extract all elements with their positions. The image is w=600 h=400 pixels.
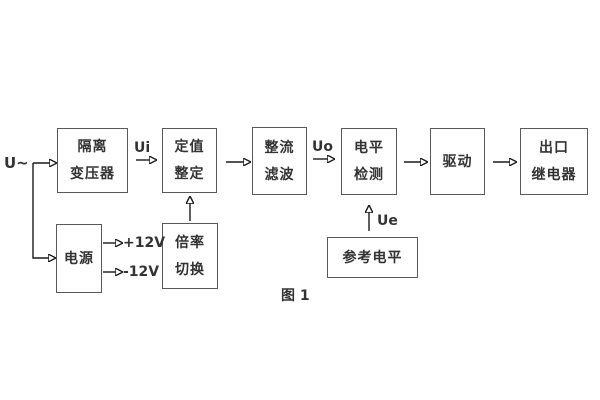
block-ratio-switch: 倍率 切换: [162, 223, 218, 289]
block-label: 滤波: [264, 166, 295, 183]
label-uo: Uo: [312, 139, 333, 155]
label-plus-12v: +12V: [123, 235, 166, 251]
block-label: 出口: [539, 140, 569, 156]
block-level-detection: 电平 检测: [341, 128, 397, 195]
label-ue: Ue: [377, 213, 398, 229]
block-label: 参考电平: [342, 249, 403, 266]
label-minus-12v: -12V: [123, 264, 160, 280]
block-drive: 驱动: [430, 128, 485, 195]
block-label: 切换: [175, 261, 205, 278]
block-isolation-transformer: 隔离 变压器: [57, 128, 128, 193]
block-label: 定值: [174, 139, 205, 155]
label-ui: Ui: [134, 140, 151, 156]
label-input-voltage: U~: [4, 154, 29, 172]
block-label: 隔离: [77, 139, 108, 155]
block-label: 电源: [64, 250, 94, 267]
block-output-relay: 出口 继电器: [520, 128, 588, 195]
block-label: 驱动: [442, 153, 473, 170]
block-label: 倍率: [175, 234, 205, 251]
arrow-input-to-power: [32, 163, 49, 258]
block-reference-level: 参考电平: [327, 237, 418, 278]
block-label: 继电器: [531, 167, 577, 183]
block-label: 变压器: [70, 166, 115, 182]
block-label: 检测: [354, 167, 384, 183]
block-rectifier-filter: 整流 滤波: [252, 127, 307, 195]
figure-caption: 图 1: [281, 288, 310, 304]
block-power-supply: 电源: [56, 224, 102, 293]
block-label: 整定: [174, 166, 205, 182]
block-label: 电平: [354, 140, 384, 156]
block-setting: 定值 整定: [162, 128, 217, 193]
block-label: 整流: [264, 139, 295, 156]
